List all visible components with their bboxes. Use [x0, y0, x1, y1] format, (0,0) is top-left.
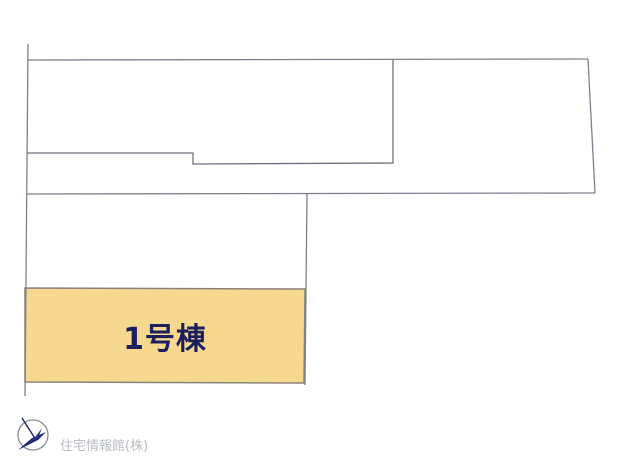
- right-boundary-line: [587, 58, 596, 194]
- left-boundary-line: [24, 43, 29, 397]
- lot-1-label: 1号棟: [123, 321, 207, 357]
- compass-bird-logo-icon: [17, 417, 49, 451]
- lot-right-boundary-line: [304, 193, 308, 386]
- company-name: 住宅情報館(株): [60, 439, 149, 454]
- neighbor-parcel-outline: [27, 60, 394, 165]
- top-boundary-line: [27, 58, 589, 61]
- middle-boundary-line: [26, 192, 596, 195]
